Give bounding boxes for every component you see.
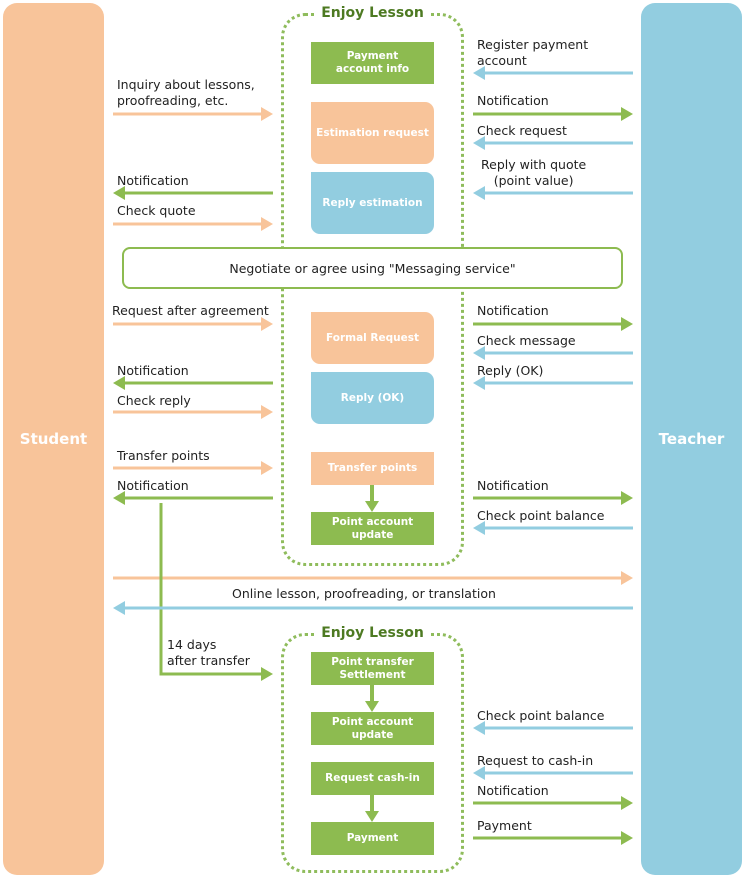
frame-title-top: Enjoy Lesson [284, 5, 461, 21]
label-reply-ok: Reply (OK) [477, 363, 544, 378]
label-check-request: Check request [477, 123, 567, 138]
label-check-point-balance-2: Check point balance [477, 708, 605, 723]
label-teacher-notification-4: Notification [477, 783, 549, 798]
box-point-transfer-settlement: Point transfer Settlement [311, 652, 434, 685]
negotiate-box: Negotiate or agree using "Messaging serv… [122, 247, 623, 289]
arrow-check-point-balance-2 [473, 721, 485, 735]
label-teacher-notification-2: Notification [477, 303, 549, 318]
label-register-payment: Register payment account [477, 37, 589, 68]
box-payment-account-info: Payment account info [311, 42, 434, 84]
box-point-account-update-2: Point account update [311, 712, 434, 745]
box-reply-ok: Reply (OK) [311, 372, 434, 424]
arrow-notification-student-1 [113, 186, 125, 200]
arrow-request-after-agreement [261, 317, 273, 331]
arrow-notification-teacher-1 [621, 107, 633, 121]
label-14-days: 14 days after transfer [167, 637, 250, 668]
label-student-notification-2: Notification [117, 363, 189, 378]
arrow-online-lesson-student [621, 571, 633, 585]
arrow-down-2 [365, 701, 379, 712]
label-student-notification-3: Notification [117, 478, 189, 493]
label-request-after-agreement: Request after agreement [112, 303, 269, 318]
arrow-reply-ok [473, 376, 485, 390]
arrow-down-3 [365, 811, 379, 822]
label-reply-with-quote: Reply with quote (point value) [481, 157, 587, 188]
arrow-notification-teacher-4 [621, 796, 633, 810]
label-check-reply: Check reply [117, 393, 191, 408]
box-formal-request: Formal Request [311, 312, 434, 364]
arrow-notification-student-3 [113, 491, 125, 505]
frame-title-bottom: Enjoy Lesson [284, 625, 461, 641]
label-student-notification-1: Notification [117, 173, 189, 188]
arrow-14-days-line [159, 503, 263, 676]
enjoy-lesson-frame-top: Enjoy Lesson [281, 5, 464, 566]
arrow-online-lesson-teacher [113, 601, 125, 615]
arrow-reply-with-quote [473, 186, 485, 200]
box-request-cash-in: Request cash-in [311, 762, 434, 795]
arrow-notification-teacher-3 [621, 491, 633, 505]
box-estimation-request: Estimation request [311, 102, 434, 164]
arrow-check-point-balance-1 [473, 521, 485, 535]
label-transfer-points: Transfer points [117, 448, 210, 463]
label-check-quote: Check quote [117, 203, 196, 218]
arrow-register-payment [473, 66, 485, 80]
teacher-label: Teacher [658, 430, 725, 448]
box-transfer-points: Transfer points [311, 452, 434, 485]
label-teacher-notification-3: Notification [477, 478, 549, 493]
arrow-inquiry [261, 107, 273, 121]
arrow-payment [621, 831, 633, 845]
label-check-point-balance-1: Check point balance [477, 508, 605, 523]
arrow-14-days-head [261, 667, 273, 681]
label-payment: Payment [477, 818, 532, 833]
arrow-request-to-cash-in [473, 766, 485, 780]
arrow-check-quote [261, 217, 273, 231]
arrow-notification-teacher-2 [621, 317, 633, 331]
box-point-account-update-1: Point account update [311, 512, 434, 545]
arrow-check-message [473, 346, 485, 360]
box-reply-estimation: Reply estimation [311, 172, 434, 234]
label-teacher-notification-1: Notification [477, 93, 549, 108]
student-label: Student [19, 430, 88, 448]
arrow-check-reply [261, 405, 273, 419]
arrow-transfer-points [261, 461, 273, 475]
label-online-lesson: Online lesson, proofreading, or translat… [232, 586, 496, 601]
label-inquiry: Inquiry about lessons, proofreading, etc… [117, 77, 255, 108]
teacher-column: Teacher [641, 3, 742, 875]
arrow-notification-student-2 [113, 376, 125, 390]
student-column: Student [3, 3, 104, 875]
label-check-message: Check message [477, 333, 576, 348]
label-request-to-cash-in: Request to cash-in [477, 753, 594, 768]
arrow-down-1 [365, 501, 379, 512]
box-payment: Payment [311, 822, 434, 855]
arrow-check-request [473, 136, 485, 150]
enjoy-lesson-frame-bottom: Enjoy Lesson [281, 625, 464, 873]
